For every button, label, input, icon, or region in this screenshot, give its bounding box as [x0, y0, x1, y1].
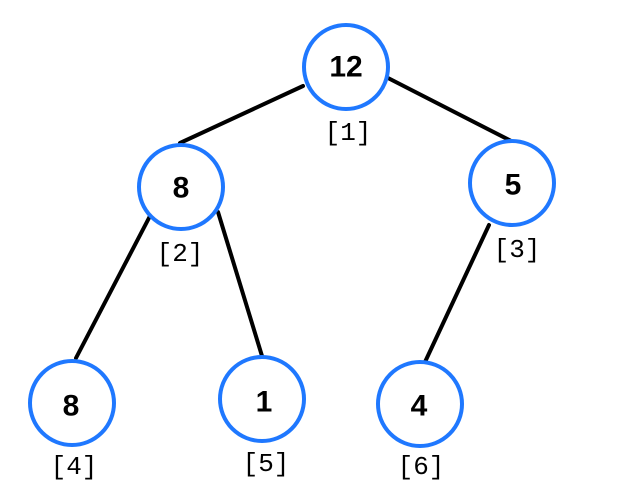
node-value: 5 — [505, 169, 522, 202]
tree-node: 8 [4] — [28, 359, 116, 482]
tree-node: 4 [6] — [376, 360, 464, 482]
node-circle — [137, 143, 225, 231]
edge-2-5 — [216, 210, 264, 358]
tree-node: 1 [5] — [218, 355, 306, 479]
node-index-label: [5] — [243, 449, 290, 479]
tree-node: 12 [1] — [302, 23, 390, 148]
node-value: 12 — [329, 51, 362, 84]
node-value: 4 — [411, 390, 428, 423]
tree-node: 8 [2] — [137, 143, 225, 269]
tree-node: 5 [3] — [468, 139, 556, 265]
node-value: 8 — [173, 172, 190, 205]
node-value: 8 — [63, 390, 80, 423]
edge-1-2 — [178, 84, 305, 145]
edge-3-6 — [423, 223, 491, 364]
node-value: 1 — [256, 386, 273, 419]
node-circle — [218, 355, 306, 443]
node-index-label: [4] — [51, 452, 98, 482]
node-circle — [376, 360, 464, 448]
node-index-label: [2] — [157, 239, 204, 269]
node-index-label: [3] — [494, 235, 541, 265]
node-index-label: [6] — [398, 452, 445, 482]
node-circle — [302, 23, 390, 111]
edge-2-4 — [74, 214, 152, 360]
node-circle — [28, 359, 116, 447]
node-index-label: [1] — [325, 118, 372, 148]
node-circle — [468, 139, 556, 227]
edge-1-3 — [386, 76, 517, 145]
